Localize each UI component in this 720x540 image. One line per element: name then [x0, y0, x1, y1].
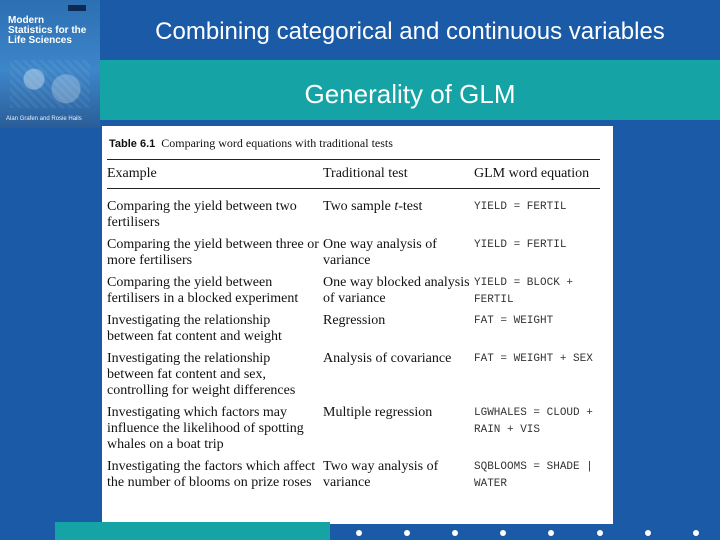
footer-dot [597, 530, 603, 536]
cell-traditional-test: Two way analysis of variance [323, 459, 439, 490]
cell-glm-equation: YIELD = FERTIL [474, 201, 567, 213]
footer-dot [404, 530, 410, 536]
footer-accent-bar [55, 522, 330, 540]
cell-glm-equation: LGWHALES = CLOUD + RAIN + VIS [474, 407, 593, 436]
cell-glm-equation: YIELD = BLOCK + FERTIL [474, 277, 574, 306]
table-caption-number: Table 6.1 [109, 138, 156, 150]
book-title-line: Modern [8, 15, 45, 26]
cell-example: Investigating the relationship between f… [107, 313, 282, 344]
table-caption: Table 6.1 Comparing word equations with t… [109, 136, 393, 151]
cell-traditional-test: Two sample t-test [323, 199, 423, 214]
cell-glm-equation: YIELD = FERTIL [474, 239, 567, 251]
footer-dot [500, 530, 506, 536]
publisher-badge [68, 5, 86, 11]
book-cover-art [10, 60, 90, 108]
book-authors: Alan Grafen and Rosie Hails [6, 116, 82, 122]
cell-example: Investigating which factors may influenc… [107, 405, 304, 452]
book-title-line: Statistics for the [8, 25, 87, 36]
table-top-rule [107, 159, 600, 160]
table-header-rule [107, 188, 600, 189]
table-image: Table 6.1 Comparing word equations with t… [102, 126, 613, 524]
cell-example: Investigating the factors which affect t… [107, 459, 316, 490]
table-caption-text: Comparing word equations with traditiona… [161, 136, 393, 150]
book-title-line: Life Sciences [8, 35, 72, 46]
book-cover-image: Modern Statistics for the Life Sciences … [0, 0, 100, 128]
header-example: Example [107, 166, 157, 181]
cell-traditional-test: One way blocked analysis of variance [323, 275, 470, 306]
cell-example: Comparing the yield between three or mor… [107, 237, 319, 268]
cell-example: Comparing the yield between two fertilis… [107, 199, 297, 230]
header-traditional-test: Traditional test [323, 166, 408, 181]
footer-dot [645, 530, 651, 536]
slide-title: Combining categorical and continuous var… [155, 18, 665, 45]
footer-dot [548, 530, 554, 536]
cell-example: Investigating the relationship between f… [107, 351, 296, 398]
cell-traditional-test: Multiple regression [323, 405, 433, 420]
slide-subtitle: Generality of GLM [304, 79, 516, 109]
subtitle-band: Generality of GLM [100, 60, 720, 120]
cell-glm-equation: SQBLOOMS = SHADE | WATER [474, 461, 593, 490]
cell-traditional-test: Analysis of covariance [323, 351, 452, 366]
cell-glm-equation: FAT = WEIGHT [474, 315, 554, 327]
footer-dot [693, 530, 699, 536]
cell-traditional-test: One way analysis of variance [323, 237, 437, 268]
cell-example: Comparing the yield between fertilisers … [107, 275, 299, 306]
footer-dot [356, 530, 362, 536]
book-title: Modern Statistics for the Life Sciences [8, 16, 98, 46]
cell-glm-equation: FAT = WEIGHT + SEX [474, 353, 593, 365]
header-glm-equation: GLM word equation [474, 166, 590, 181]
footer-dot [452, 530, 458, 536]
cell-traditional-test: Regression [323, 313, 386, 328]
